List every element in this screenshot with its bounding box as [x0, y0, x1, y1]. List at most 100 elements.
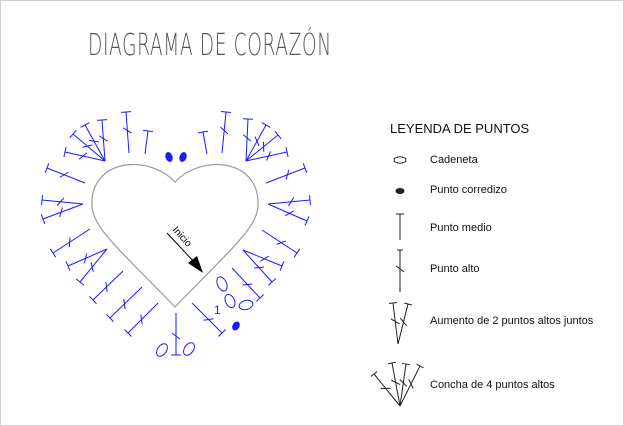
legend-title: LEYENDA DE PUNTOS — [390, 121, 530, 136]
double-crochet-stitch — [40, 203, 84, 224]
stitch-slash — [254, 136, 260, 146]
stitch-slash — [59, 171, 69, 178]
stitch-post — [125, 111, 130, 154]
legend-label-chain: Cadeneta — [430, 154, 478, 166]
double-crochet-stitch — [80, 122, 106, 162]
double-crochet-stitch — [387, 361, 401, 407]
stitch-top-bar — [370, 371, 378, 377]
double-crochet-stitch — [49, 228, 91, 258]
double-crochet-stitch — [44, 163, 86, 184]
stitch-post — [64, 151, 106, 162]
stitch-post — [84, 124, 106, 162]
legend-label-slip-stitch: Punto corredizo — [430, 184, 508, 196]
double-crochet-stitch — [399, 363, 424, 407]
stitch-post — [191, 302, 223, 334]
double-crochet-stitch — [245, 130, 282, 162]
stitch-top-bar — [75, 278, 85, 286]
stitch-slash — [242, 283, 253, 286]
stitch-post — [41, 199, 84, 205]
stitch-post — [373, 373, 401, 407]
stitch-top-bar — [120, 111, 132, 113]
chain-stitch — [393, 156, 407, 164]
stitch-top-bar — [49, 248, 57, 258]
stitch-top-bar — [274, 130, 282, 140]
stitch-slash — [266, 151, 272, 161]
chain-stitch — [216, 276, 228, 292]
double-crochet-stitch — [242, 249, 277, 286]
legend-label-double: Punto alto — [430, 263, 480, 275]
stitch-post — [391, 362, 401, 407]
stitch-top-bar — [80, 122, 90, 128]
legend-label-shell: Concha de 4 puntos altos — [430, 379, 555, 391]
stitch-post — [144, 130, 149, 155]
round-number: 1 — [214, 303, 221, 317]
stitch-slash — [276, 240, 287, 245]
double-crochet-stitch — [395, 249, 405, 292]
stitch-slash — [78, 152, 88, 160]
stitch-post — [245, 134, 279, 162]
double-crochet-stitch — [261, 229, 301, 258]
stitch-top-bar — [41, 194, 43, 206]
stitch-top-bar — [89, 296, 97, 304]
chain-stitch — [224, 293, 236, 309]
stitch-top-bar — [285, 147, 289, 157]
stitch-post — [399, 363, 407, 407]
stitch-slash — [123, 299, 126, 310]
stitch-post — [46, 167, 86, 184]
stitch-post — [42, 203, 84, 220]
stitch-slash — [399, 317, 408, 327]
stitch-slash — [253, 266, 264, 269]
double-crochet-stitch — [191, 302, 226, 337]
double-crochet-stitch — [388, 302, 400, 345]
stitch-slash — [98, 135, 108, 142]
stitch-top-bar — [416, 363, 424, 369]
stitch-slash — [88, 140, 100, 143]
stitch-top-bar — [69, 129, 77, 139]
stitch-top-bar — [388, 302, 398, 304]
stitch-post — [101, 119, 106, 162]
slip-stitch — [179, 152, 187, 162]
stitch-post — [245, 124, 267, 162]
stitch-post — [397, 303, 409, 345]
stitch-slash — [82, 144, 93, 148]
legend-symbols — [370, 156, 424, 407]
stitch-post — [267, 199, 311, 205]
stitch-slash — [122, 127, 132, 134]
half-double-crochet-stitch — [197, 130, 209, 155]
double-crochet-stitch — [65, 248, 108, 271]
stitch-top-bar — [218, 329, 226, 337]
start-arrow — [166, 232, 203, 273]
page-title: DIAGRAMA DE CORAZÓN — [88, 28, 332, 63]
stitch-slash — [395, 265, 405, 273]
stitch-slash — [105, 281, 108, 292]
stitch-top-bar — [256, 294, 264, 302]
stitch-slash — [68, 237, 71, 248]
double-crochet-stitch — [124, 302, 159, 337]
double-crochet-stitch — [41, 194, 84, 206]
stitch-top-bar — [197, 130, 209, 134]
stitch-top-bar — [261, 122, 271, 128]
chain-stitch — [238, 299, 254, 311]
chain-stitch — [156, 343, 168, 357]
stitch-post — [392, 302, 399, 345]
double-crochet-stitch — [231, 267, 264, 302]
stitch-top-bar — [279, 261, 285, 271]
stitch-slash — [284, 210, 295, 217]
stitch-top-bar — [401, 362, 411, 366]
stitch-slash — [56, 197, 65, 206]
stitch-post — [221, 111, 227, 154]
stitch-post — [79, 248, 108, 283]
stitch-top-bar — [293, 248, 301, 258]
stitch-top-bar — [96, 119, 108, 121]
stitch-top-bar — [63, 147, 67, 157]
start-label: Inicio — [170, 225, 194, 250]
double-crochet-stitch — [399, 362, 411, 407]
stitch-slash — [408, 379, 414, 389]
double-crochet-stitch — [220, 111, 232, 154]
double-crochet-stitch — [245, 147, 289, 162]
stitch-post — [202, 131, 208, 155]
double-crochet-stitch — [267, 203, 310, 226]
stitch-post — [245, 118, 249, 162]
stitch-top-bar — [220, 111, 232, 113]
stitch-top-bar — [65, 261, 71, 271]
